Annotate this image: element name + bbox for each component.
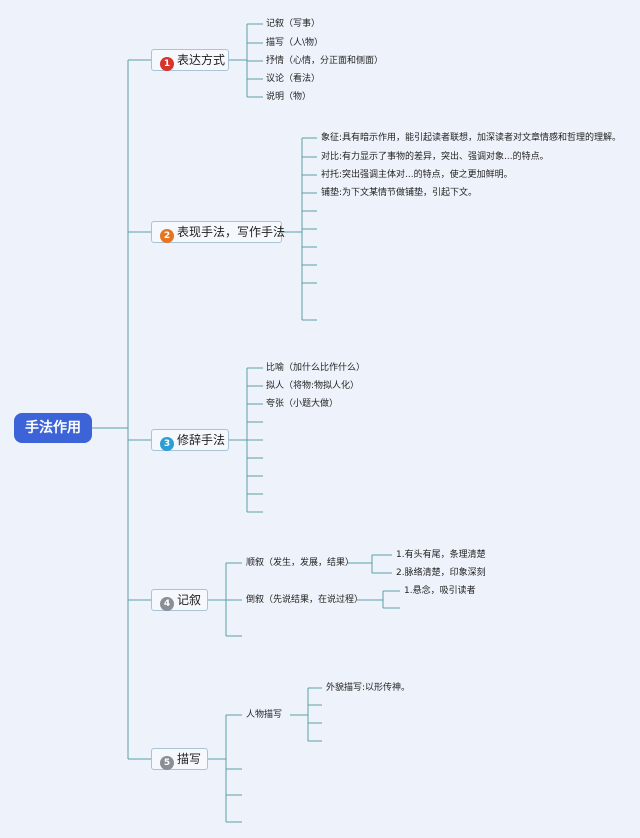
leaf-node[interactable]: 1.有头有尾，条理清楚 — [396, 550, 486, 560]
leaf-node[interactable]: 1.悬念，吸引读者 — [404, 586, 476, 596]
leaf-node[interactable]: 比喻（加什么比作什么） — [266, 363, 366, 373]
leaf-node[interactable]: 对比:有力显示了事物的差异，突出、强调对象...的特点。 — [321, 152, 549, 162]
leaf-node[interactable]: 外貌描写:以形传神。 — [326, 683, 411, 693]
branch-label: 修辞手法 — [177, 433, 226, 447]
leaf-node[interactable]: 顺叙（发生，发展，结果） — [246, 558, 355, 568]
leaf-node[interactable]: 象征:具有暗示作用，能引起读者联想，加深读者对文章情感和哲理的理解。 — [321, 133, 622, 143]
leaf-node[interactable]: 夸张（小题大做） — [266, 399, 339, 409]
branch-label: 表现手法，写作手法 — [177, 225, 286, 239]
number-badge-icon: 5 — [160, 756, 174, 770]
number-badge-icon: 4 — [160, 597, 174, 611]
leaf-node[interactable]: 描写（人\物） — [266, 38, 324, 48]
branch-label: 描写 — [177, 752, 202, 766]
leaf-node[interactable]: 拟人（将物:物拟人化） — [266, 381, 360, 391]
leaf-node[interactable]: 抒情（心情，分正面和侧面） — [266, 56, 384, 66]
leaf-node[interactable]: 衬托:突出强调主体对...的特点，使之更加鲜明。 — [321, 170, 513, 180]
leaf-node[interactable]: 说明（物） — [266, 92, 312, 102]
leaf-node[interactable]: 铺垫:为下文某情节做铺垫，引起下文。 — [321, 188, 478, 198]
leaf-node[interactable]: 倒叙（先说结果，在说过程） — [246, 595, 364, 605]
leaf-node[interactable]: 议论（看法） — [266, 74, 321, 84]
branch-label: 记叙 — [177, 593, 202, 607]
branch-label: 表达方式 — [177, 53, 226, 67]
leaf-node[interactable]: 人物描写 — [246, 710, 283, 720]
number-badge-icon: 1 — [160, 57, 174, 71]
number-badge-icon: 2 — [160, 229, 174, 243]
root-node[interactable]: 手法作用 — [14, 413, 92, 443]
leaf-node[interactable]: 2.脉络清楚，印象深刻 — [396, 568, 486, 578]
number-badge-icon: 3 — [160, 437, 174, 451]
leaf-node[interactable]: 记叙（写事） — [266, 19, 321, 29]
